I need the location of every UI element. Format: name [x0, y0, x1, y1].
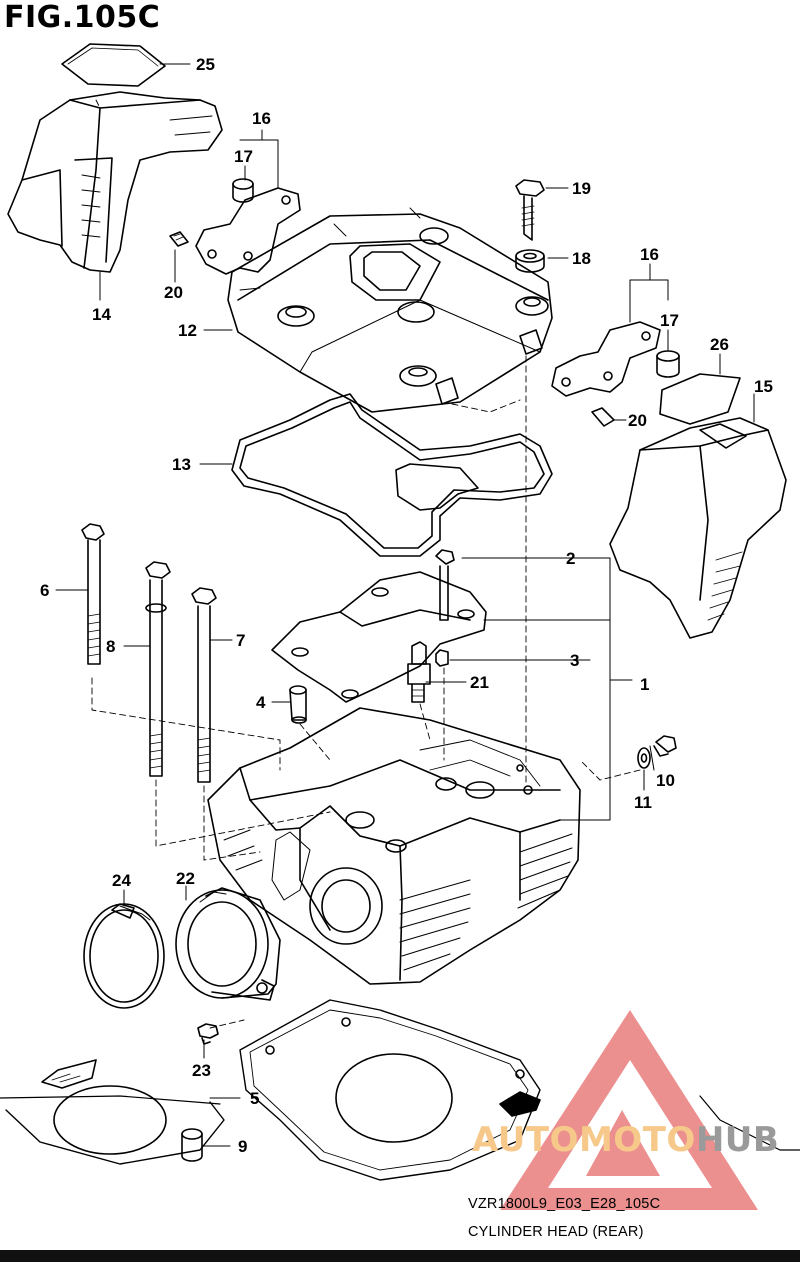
part-10-bolt — [653, 735, 677, 757]
part-25-pad — [61, 43, 166, 87]
part-7-bolt — [191, 587, 217, 783]
callout-3: 3 — [570, 651, 580, 670]
callout-16: 16 — [640, 245, 659, 264]
callout-24: 24 — [112, 871, 131, 890]
part-17-grommet-right — [656, 350, 680, 378]
callout-18: 18 — [572, 249, 591, 268]
model-code: VZR1800L9_E03_E28_105C — [468, 1196, 661, 1212]
part-9-dowel — [181, 1128, 203, 1162]
part-26-pad — [659, 373, 741, 425]
part-22-intake-pipe — [175, 887, 281, 1001]
watermark-text-secondary: HUB — [695, 1120, 780, 1160]
part-16-bracket-left — [195, 187, 301, 275]
watermark-triangle — [500, 1010, 758, 1210]
callout-19: 19 — [572, 179, 591, 198]
watermark-text-primary: AUTOMOTO — [472, 1120, 696, 1160]
leader-lines — [55, 63, 755, 1147]
part-17-grommet-left — [232, 178, 254, 203]
callout-15: 15 — [754, 377, 773, 396]
figure-title: FIG.105C — [4, 0, 161, 35]
callout-12: 12 — [178, 321, 197, 340]
callout-16: 16 — [252, 109, 271, 128]
part-16-bracket-right — [551, 321, 661, 397]
callout-23: 23 — [192, 1061, 211, 1080]
part-11-washer — [637, 747, 651, 769]
callout-21: 21 — [470, 673, 489, 692]
callout-17: 17 — [660, 311, 679, 330]
callout-5: 5 — [250, 1089, 260, 1108]
bottom-border — [0, 1250, 800, 1262]
callout-10: 10 — [656, 771, 675, 790]
callout-8: 8 — [106, 637, 116, 656]
front-direction-arrow — [41, 1059, 541, 1117]
part-5-cylinder-gasket — [0, 999, 800, 1181]
part-21-spark-plug — [407, 641, 431, 703]
part-6-bolt — [81, 523, 105, 665]
part-15-cover — [609, 417, 787, 639]
callout-25: 25 — [196, 55, 215, 74]
watermark-logo: AUTOMOTOHUB — [472, 1120, 779, 1160]
cylinder-head-body — [207, 707, 581, 985]
callout-13: 13 — [172, 455, 191, 474]
callout-11: 11 — [634, 793, 652, 812]
alignment-lines — [91, 99, 641, 1029]
part-19-bolt — [515, 179, 545, 241]
part-12-head-cover — [227, 207, 553, 413]
part-3-dowel — [435, 649, 449, 667]
callout-7: 7 — [236, 631, 246, 650]
part-20-bolt-right — [591, 407, 615, 427]
callout-1: 1 — [640, 675, 650, 694]
callout-4: 4 — [256, 693, 266, 712]
part-18-grommet — [515, 249, 545, 273]
part-20-bolt-left — [169, 231, 189, 247]
callout-14: 14 — [92, 305, 111, 324]
callout-17: 17 — [234, 147, 253, 166]
part-8-bolt — [145, 561, 171, 777]
part-14-cover — [7, 91, 223, 273]
callout-2: 2 — [566, 549, 576, 568]
part-4-guide — [289, 685, 307, 724]
callout-22: 22 — [176, 869, 195, 888]
callout-9: 9 — [238, 1137, 248, 1156]
callout-20: 20 — [164, 283, 183, 302]
callout-20: 20 — [628, 411, 647, 430]
callout-26: 26 — [710, 335, 729, 354]
callout-6: 6 — [40, 581, 50, 600]
part-24-clamp — [83, 903, 165, 1009]
part-13-gasket — [231, 393, 553, 557]
figure-caption: CYLINDER HEAD (REAR) — [468, 1224, 644, 1240]
part-2-camshaft-holder — [271, 549, 487, 703]
